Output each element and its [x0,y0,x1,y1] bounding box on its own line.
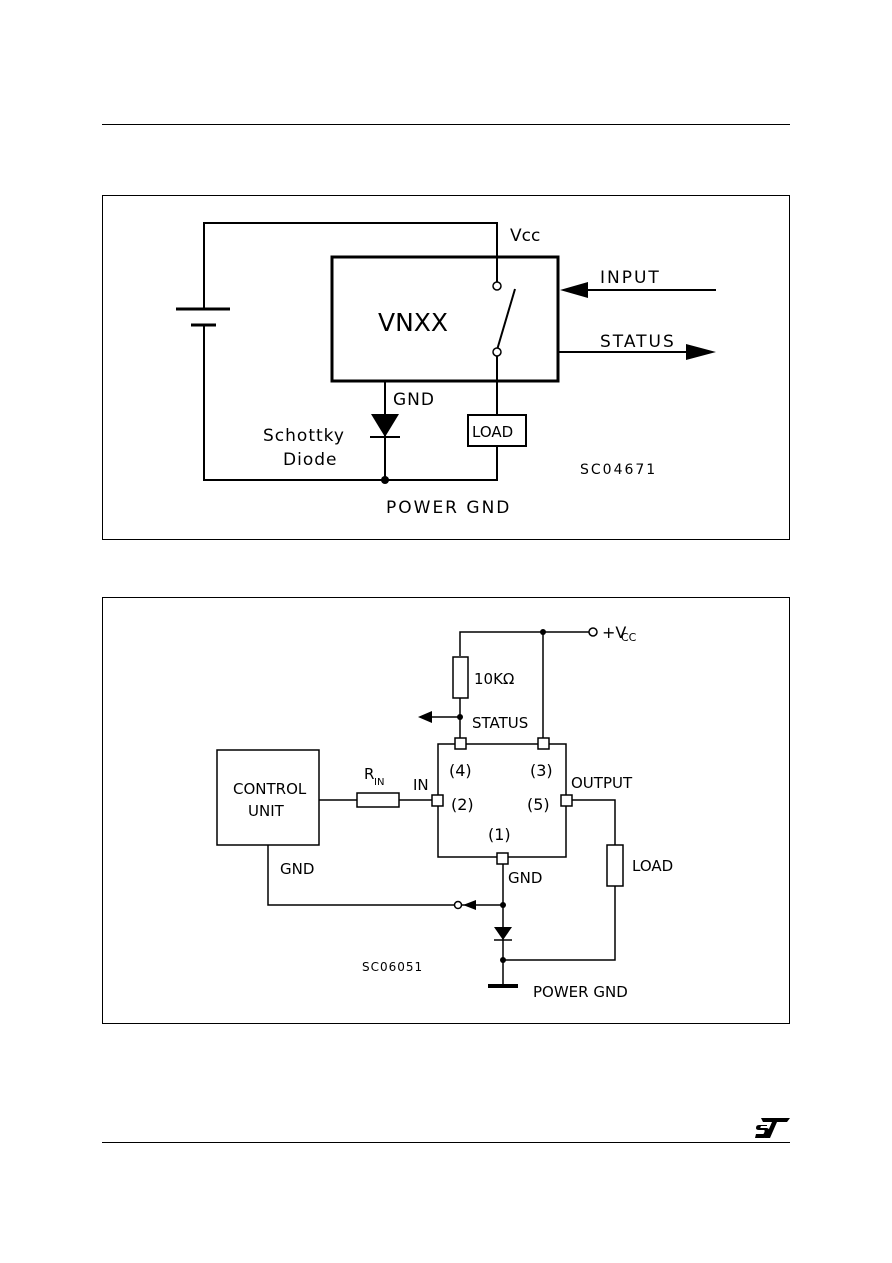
figure2-frame [102,597,790,1024]
footer-rule [102,1142,790,1143]
pin2-label: (2) [451,795,474,814]
figure-code: SC06051 [362,960,423,974]
cu-gnd-wire [267,845,455,906]
output-label: OUTPUT [571,774,633,792]
figure-code: SC04671 [580,462,657,478]
diode-label-line2: Diode [283,450,337,470]
load-to-gnd [503,886,616,961]
vnxx-box [330,255,560,383]
battery-wire-top [203,222,498,308]
power-gnd-label: POWER GND [533,983,628,1001]
control-unit-line1: CONTROL [233,780,307,798]
vcc-rail [459,631,590,656]
resistor-label: 10KΩ [474,670,514,688]
gnd-junction [500,902,506,908]
input-arrowhead [560,282,588,298]
diode-triangle [494,927,512,940]
diode-triangle [371,414,399,437]
output-wire [572,799,616,845]
vcc-junction [540,629,546,635]
header-rule [102,124,790,125]
gnd-label: GND [393,390,435,410]
input-label: INPUT [600,268,661,288]
pin1-pad [496,852,509,865]
pin5-pad [560,794,573,807]
figure1-frame [102,195,790,540]
figure1-diagram: Vcc VNXX INPUT STATUS GND Schottky Diode… [176,222,716,518]
rin-resistor [356,792,400,808]
switch-contact-bottom [492,347,502,357]
vcc-terminal [588,627,598,637]
pullup-resistor [452,656,469,699]
pin5-label: (5) [527,795,550,814]
chip-gnd-label: GND [508,869,542,887]
vcc-plus-label: +V [602,623,626,642]
status-arrowhead [686,344,716,360]
gnd-arrowhead [463,900,476,910]
switch-blade [496,288,516,351]
pin3-pad [537,737,550,750]
in-label: IN [413,776,429,794]
control-unit-line2: UNIT [248,802,285,820]
vcc-sub-label: CC [621,631,637,644]
gnd-terminal [453,900,463,910]
pin2-pad [431,794,444,807]
load-label: LOAD [472,423,513,441]
pin4-label: (4) [449,761,472,780]
vcc-label: Vcc [510,226,540,246]
pin4-pad [454,737,467,750]
chip-label: VNXX [378,308,448,337]
status-junction [457,714,463,720]
load-box [467,414,527,447]
diode-label-line1: Schottky [263,426,345,446]
status-label: STATUS [472,714,528,732]
rin-sub-label: IN [374,777,384,788]
status-label: STATUS [600,332,676,352]
load-label: LOAD [632,857,673,875]
pin3-label: (3) [530,761,553,780]
switch-contact-top [492,281,502,291]
control-gnd-label: GND [280,860,314,878]
ground-junction [381,476,389,484]
status-arrowhead [418,711,432,723]
pin1-label: (1) [488,825,511,844]
rin-label: R [364,765,374,783]
st-logo-icon [755,1118,790,1138]
battery-wire-bottom [203,326,498,481]
load-resistor [606,844,624,887]
load-gnd-junction [500,957,506,963]
power-gnd-label: POWER GND [386,498,511,518]
